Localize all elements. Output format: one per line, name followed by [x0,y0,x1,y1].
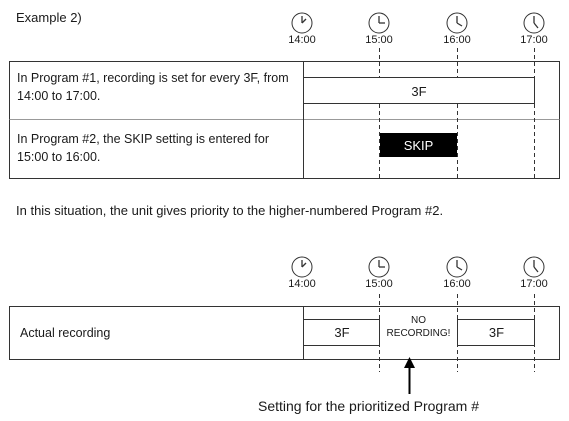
program1-bar-label: 3F [411,84,427,99]
actual-bar-right-label: 3F [488,325,505,340]
prioritized-program-note: Setting for the prioritized Program # [258,398,479,414]
time-label-14: 14:00 [288,278,316,290]
time-label-17: 17:00 [520,34,548,46]
no-recording-line1: NO [411,315,426,326]
clock-icon [291,12,313,34]
no-recording-line2: RECORDING! [386,328,451,339]
priority-sentence: In this situation, the unit gives priori… [16,203,444,218]
program2-description: In Program #2, the SKIP setting is enter… [17,132,269,164]
clock-icon [523,12,545,34]
skip-bar: SKIP [380,133,457,157]
clock-icon [523,256,545,278]
actual-bar-left-label: 3F [334,325,350,340]
no-recording-label: NO RECORDING! [379,314,458,340]
actual-recording-label: Actual recording [20,326,111,340]
clock-icon [446,12,468,34]
clock-icon [368,256,390,278]
clock-icon [368,12,390,34]
time-label-14: 14:00 [288,34,316,46]
time-label-17: 17:00 [520,278,548,290]
time-label-15: 15:00 [365,34,393,46]
example-title: Example 2) [16,10,82,25]
clock-icon [291,256,313,278]
time-label-16: 16:00 [443,278,471,290]
time-label-15: 15:00 [365,278,393,290]
skip-label: SKIP [403,137,434,153]
program1-description: In Program #1, recording is set for ever… [17,71,289,103]
time-label-16: 16:00 [443,34,471,46]
clock-icon [446,256,468,278]
